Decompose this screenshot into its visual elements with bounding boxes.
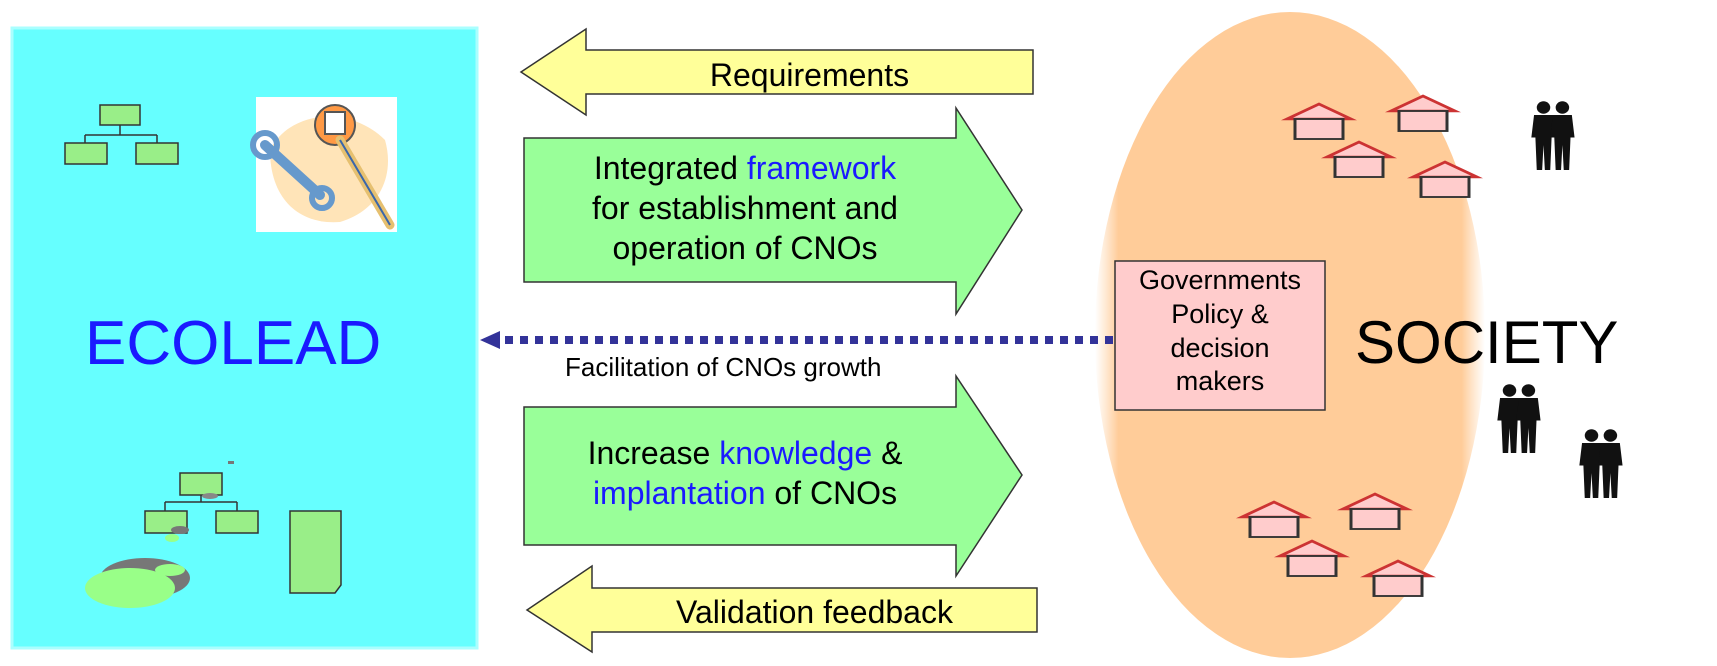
validation-arrow [525,564,1038,654]
document-icon [289,510,342,594]
knowledge-label: Increase knowledge & implantation of CNO… [587,435,903,511]
facilitation-label: Facilitation of CNOs growth [565,352,882,382]
ecolead-panel [10,26,479,650]
org-chart-icon [64,104,179,165]
society-title: SOCIETY [1355,309,1619,376]
ecolead-title: ECOLEAD [85,309,382,378]
knowledge-arrow [523,373,1023,579]
validation-label: Validation feedback [676,594,953,630]
people-icon [1497,384,1541,453]
org-chart-icon [144,461,259,534]
facilitation-dotted-arrow [480,331,1113,349]
tools-icon [250,97,397,232]
framework-label: Integrated framework for establishment a… [592,150,898,266]
people-icon [1579,429,1623,498]
cloud-icon [85,534,190,608]
requirements-label: Requirements [709,57,910,93]
framework-arrow [523,105,1023,317]
governments-label: Governments Policy & decision makers [1138,265,1302,397]
people-icon [1531,101,1575,170]
governments-box [1114,260,1326,411]
requirements-arrow [519,27,1034,117]
